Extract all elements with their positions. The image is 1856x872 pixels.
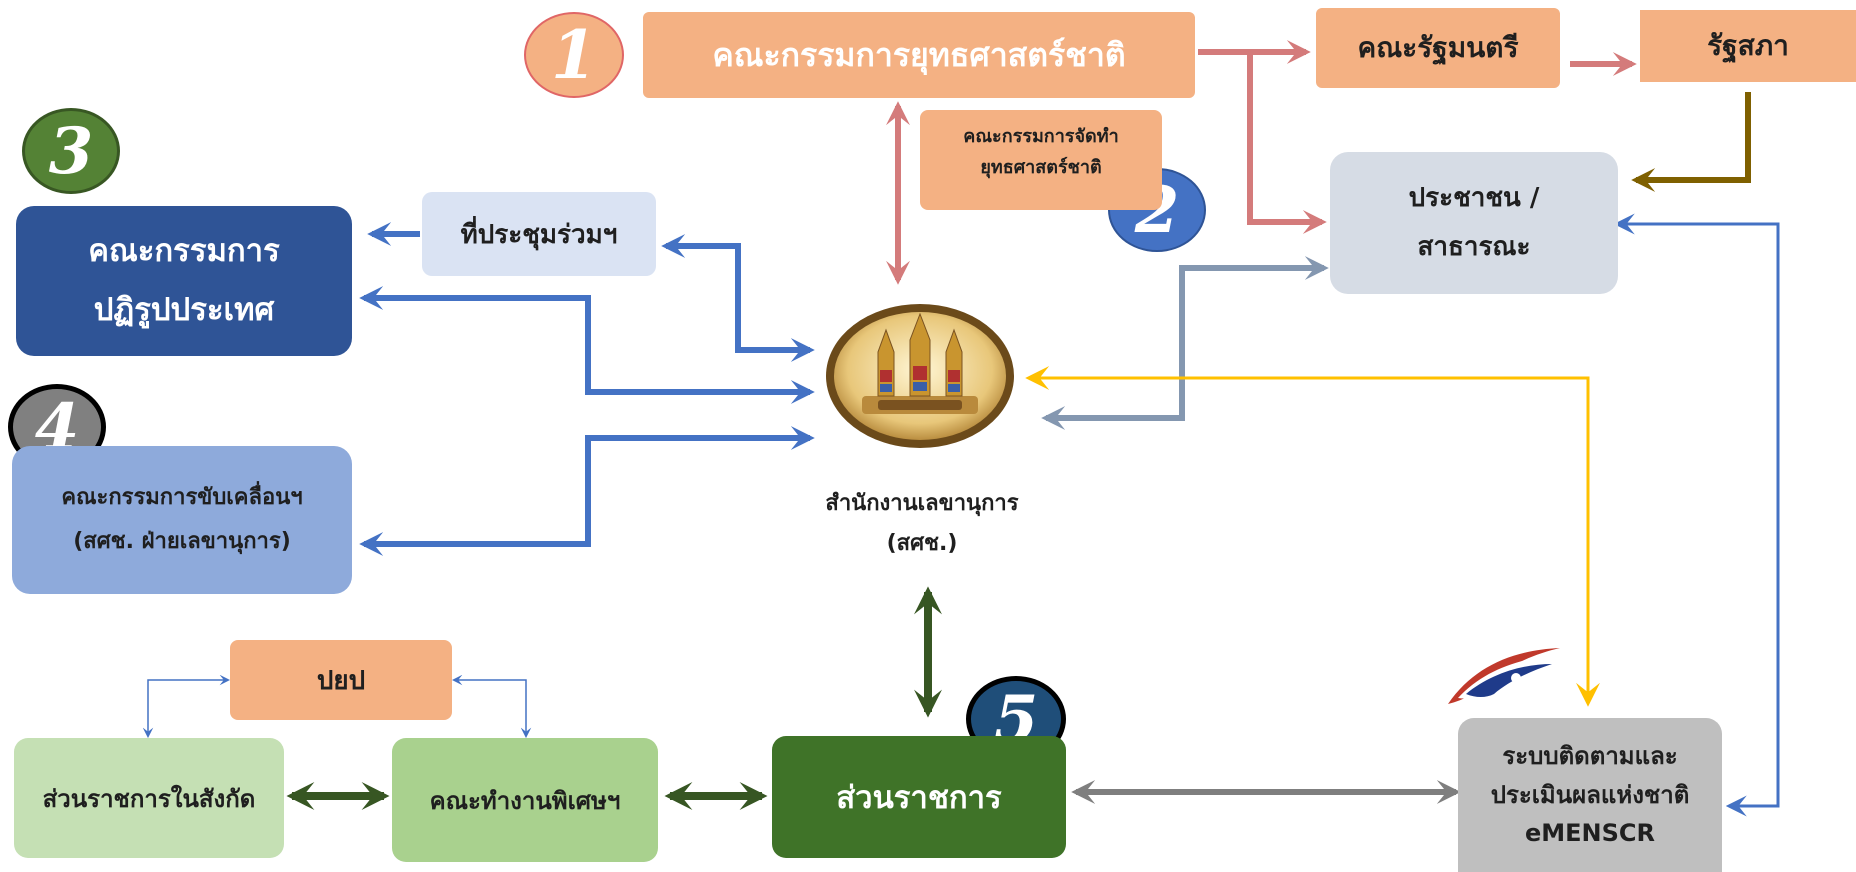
special-team-box[interactable]: คณะทำงานพิเศษฯ — [392, 738, 658, 862]
step-1-badge: 1 — [524, 12, 624, 98]
reform-committee-line2: ปฏิรูปประเทศ — [93, 292, 275, 328]
drafting-committee-line1: คณะกรรมการจัดทำ — [963, 126, 1119, 148]
sub-agencies-box[interactable]: ส่วนราชการในสังกัด — [14, 738, 284, 858]
driving-committee-line1: คณะกรรมการขับเคลื่อนฯ — [61, 485, 303, 510]
public-line2: สาธารณะ — [1417, 232, 1531, 262]
drafting-committee-box[interactable]: คณะกรรมการจัดทำ ยุทธศาสตร์ชาติ — [920, 110, 1162, 210]
emenscr-line1: ระบบติดตามและ — [1502, 742, 1678, 771]
pyp-label: ปยป — [316, 665, 366, 696]
cabinet-label: คณะรัฐมนตรี — [1357, 31, 1519, 64]
agencies-box[interactable]: ส่วนราชการ — [772, 736, 1066, 858]
emenscr-logo-icon — [1444, 644, 1564, 706]
parliament-label: รัฐสภา — [1707, 29, 1789, 62]
arrow-secretariat-emenscr — [1025, 366, 1600, 707]
emenscr-line3: eMENSCR — [1524, 819, 1656, 848]
reform-committee-box[interactable]: คณะกรรมการ ปฏิรูปประเทศ — [16, 206, 352, 356]
joint-meeting-box[interactable]: ที่ประชุมร่วมฯ — [422, 192, 656, 276]
public-box[interactable]: ประชาชน / สาธารณะ — [1330, 152, 1618, 294]
driving-committee-box[interactable]: คณะกรรมการขับเคลื่อนฯ (สศช. ฝ่ายเลขานุกา… — [12, 446, 352, 594]
arrow-reform-secretariat — [359, 286, 815, 404]
arrow-emenscr-public — [1613, 213, 1780, 817]
secretariat-caption: สำนักงานเลขานุการ (สศช.) — [782, 484, 1062, 563]
arrow-strategy-to-public — [1247, 52, 1327, 234]
pyp-box[interactable]: ปยป — [230, 640, 452, 720]
parliament-box[interactable]: รัฐสภา — [1640, 10, 1856, 82]
nesdc-emblem-icon — [822, 300, 1018, 450]
emenscr-box[interactable]: ระบบติดตามและ ประเมินผลแห่งชาติ eMENSCR — [1458, 718, 1722, 872]
special-team-label: คณะทำงานพิเศษฯ — [429, 786, 621, 815]
agencies-label: ส่วนราชการ — [836, 780, 1002, 816]
joint-meeting-label: ที่ประชุมร่วมฯ — [460, 219, 618, 250]
arrow-driving-secretariat — [359, 426, 815, 556]
secretariat-line2: (สศช.) — [886, 530, 958, 556]
cabinet-box[interactable]: คณะรัฐมนตรี — [1316, 8, 1560, 88]
strategy-committee-label: คณะกรรมการยุทธศาสตร์ชาติ — [712, 35, 1126, 74]
arrow-meeting-secretariat — [661, 234, 815, 362]
drafting-committee-line2: ยุทธศาสตร์ชาติ — [980, 157, 1102, 178]
arrow-public-secretariat — [1041, 256, 1329, 430]
reform-committee-line1: คณะกรรมการ — [88, 233, 280, 270]
secretariat-line1: สำนักงานเลขานุการ — [825, 491, 1019, 516]
step-3-badge: 3 — [22, 108, 120, 194]
arrow-pyp-subagencies — [142, 674, 231, 739]
arrow-parliament-to-public — [1631, 92, 1751, 192]
sub-agencies-label: ส่วนราชการในสังกัด — [42, 784, 256, 813]
driving-committee-line2: (สศช. ฝ่ายเลขานุการ) — [73, 529, 291, 554]
strategy-committee-box[interactable]: คณะกรรมการยุทธศาสตร์ชาติ — [643, 12, 1195, 98]
emenscr-line2: ประเมินผลแห่งชาติ — [1490, 780, 1690, 809]
arrow-pyp-team — [451, 674, 532, 739]
public-line1: ประชาชน / — [1408, 182, 1540, 213]
